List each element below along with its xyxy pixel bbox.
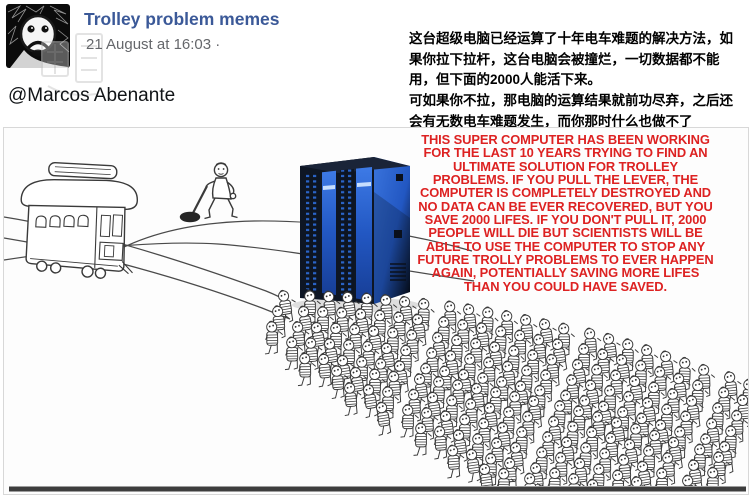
lever [192,185,208,214]
mention-link[interactable]: @Marcos Abenante [8,85,176,106]
post-timestamp[interactable]: 21 August at 16:03 · [86,36,221,53]
supercomputer [292,157,420,313]
trolley [20,162,138,279]
meme-overlay-text: THIS SUPER COMPUTER HAS BEEN WORKING FOR… [417,132,714,294]
meme-image[interactable]: THIS SUPER COMPUTER HAS BEEN WORKING FOR… [3,127,749,495]
caption-chinese-paragraph-2: 可如果你不拉，那电脑的运算结果就前功尽弃，之后还会有无数电车难题发生，而你那时什… [409,93,733,129]
crowd-of-2000 [256,286,748,486]
page-name-link[interactable]: Trolley problem memes [84,9,280,29]
trolley-problem-drawing [4,157,748,492]
caption-chinese-paragraph-1: 这台超级电脑已经运算了十年电车难题的解决方法，如果你拉下拉杆，这台电脑会被撞烂，… [409,31,733,87]
lever-person [179,162,238,223]
meme-bottom-edge [9,486,746,492]
page-avatar[interactable] [6,4,70,68]
avatar-shoulders [10,50,68,68]
